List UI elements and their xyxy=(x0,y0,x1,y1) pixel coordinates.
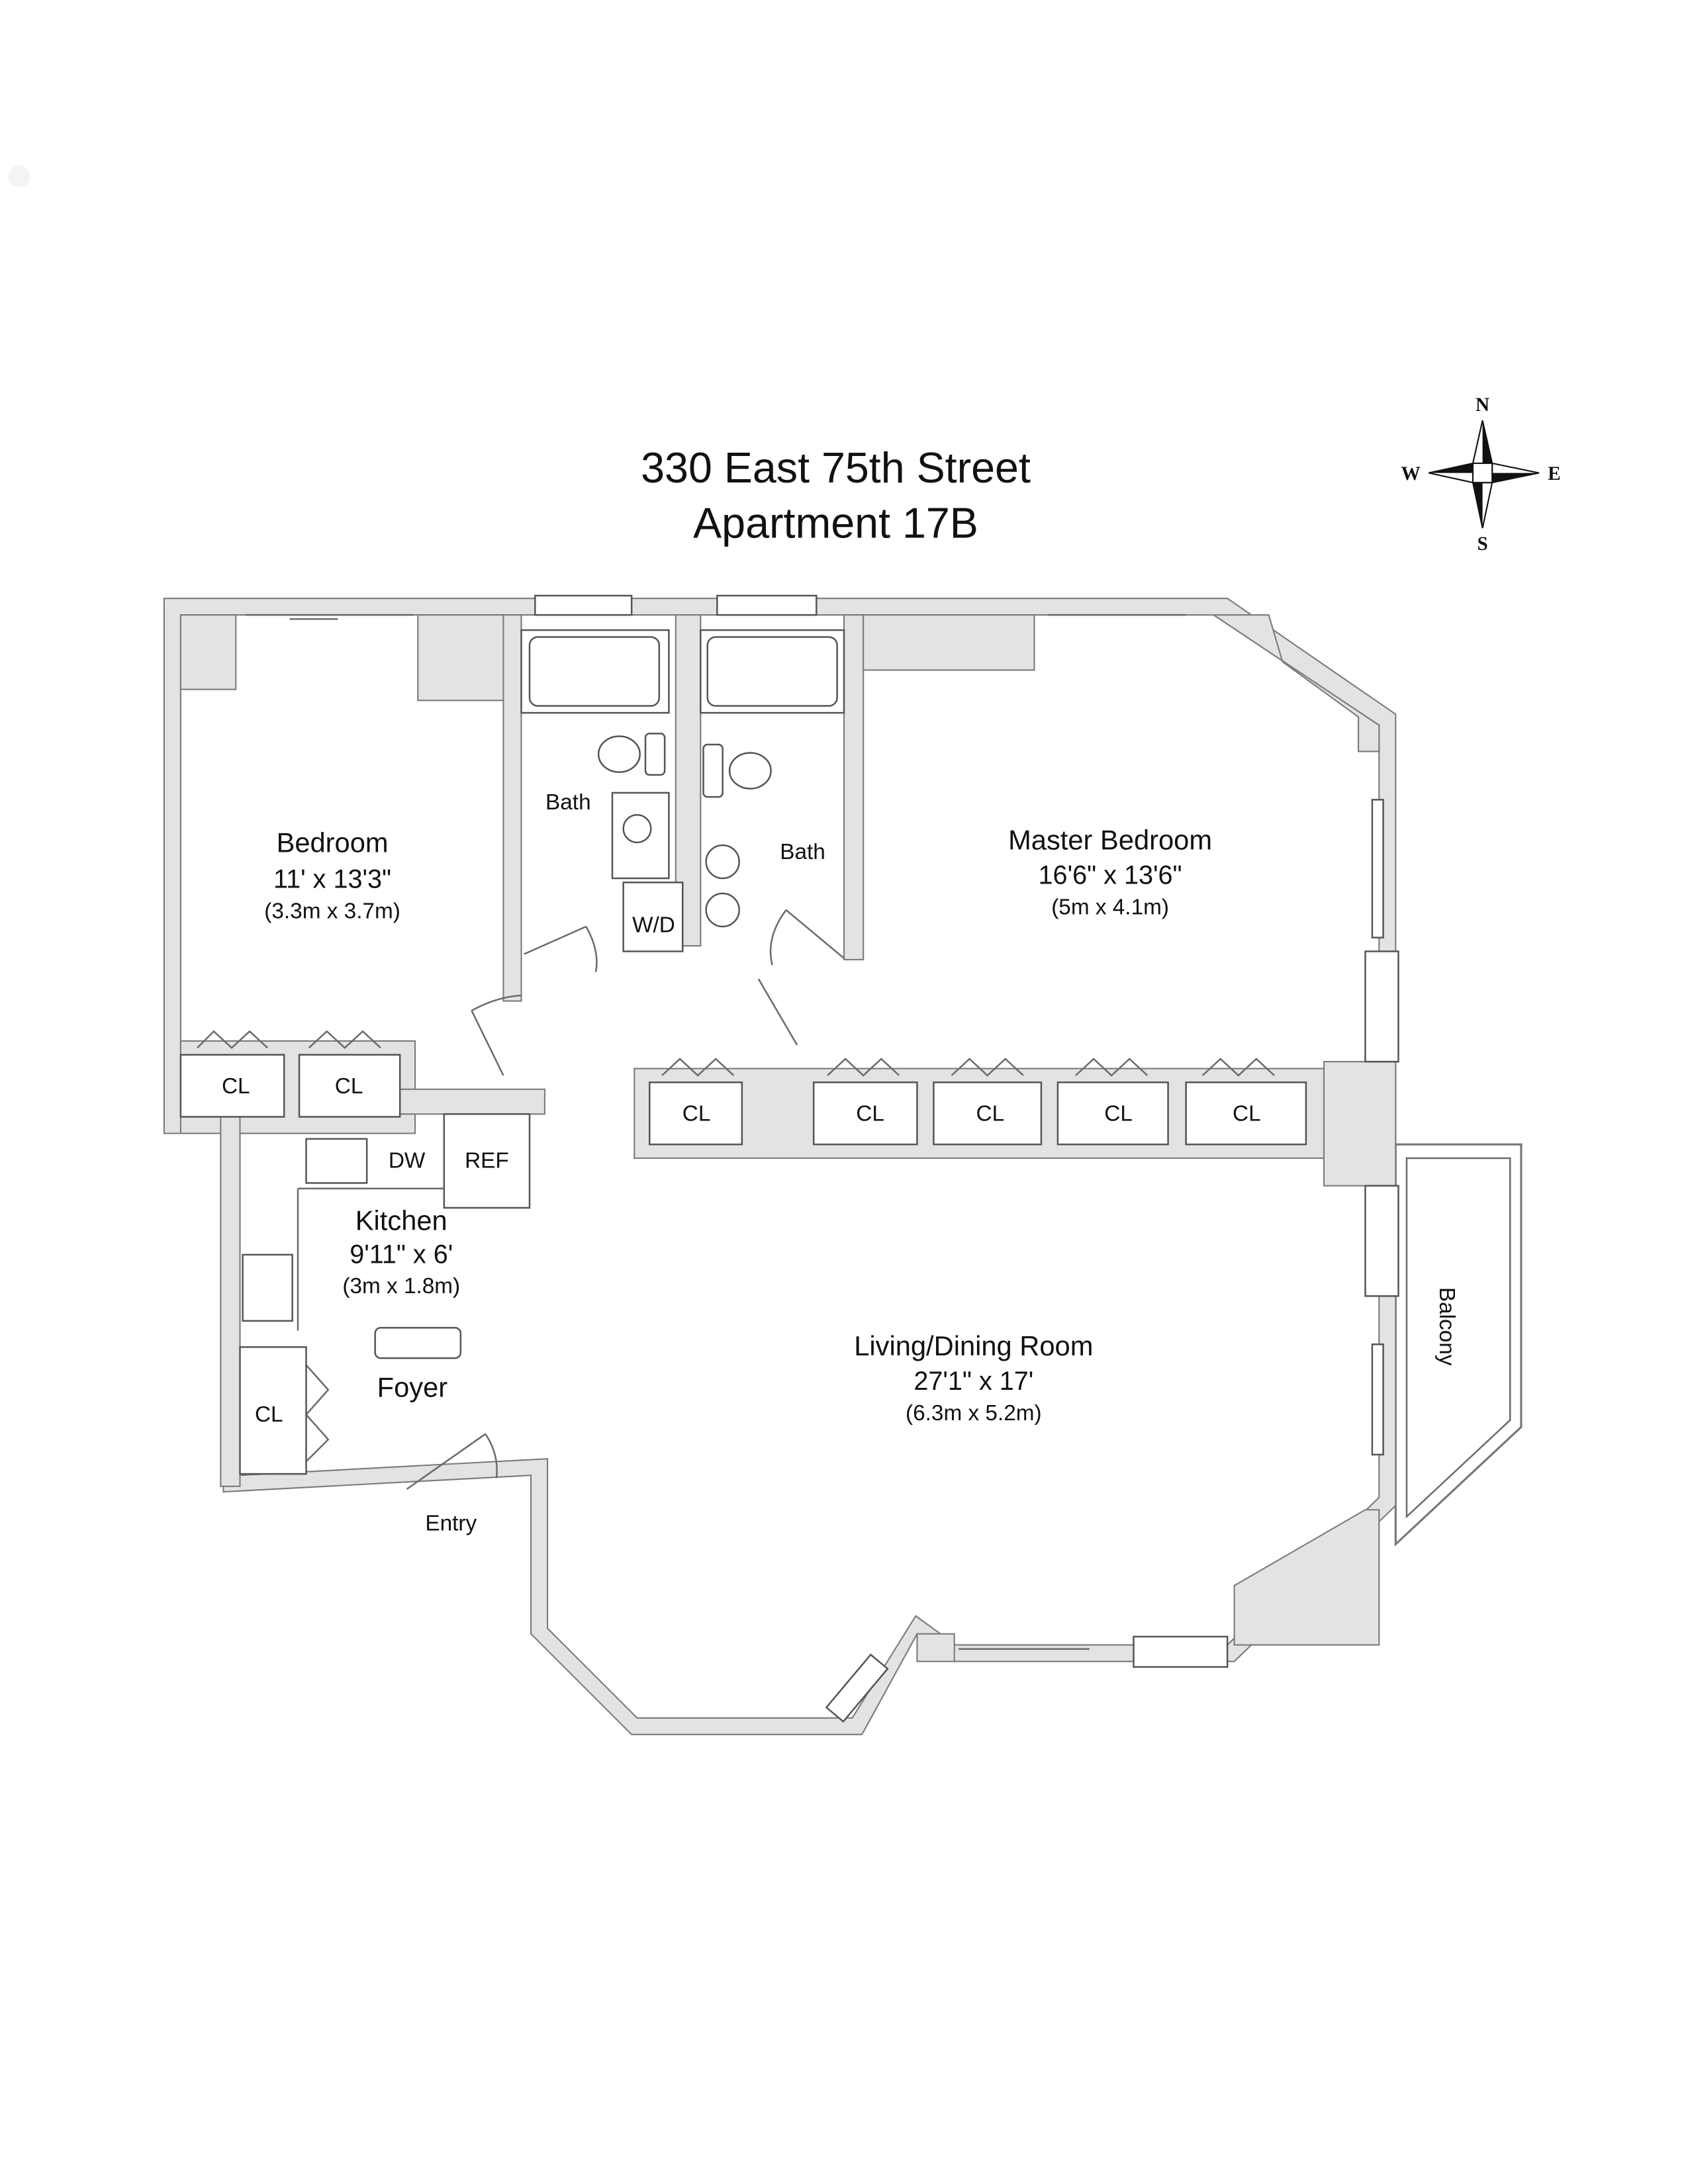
master-name: Master Bedroom xyxy=(1008,824,1212,855)
compass-e: E xyxy=(1548,463,1560,484)
entry-label: Entry xyxy=(425,1512,477,1536)
closet-label: CL xyxy=(1104,1102,1133,1126)
closet-label: CL xyxy=(222,1074,250,1099)
doors xyxy=(305,909,845,1490)
refrigerator-label: REF xyxy=(465,1149,509,1173)
compass-w: W xyxy=(1401,463,1421,484)
compass-s: S xyxy=(1477,533,1487,555)
living-dims: 27'1" x 17' xyxy=(914,1367,1033,1396)
closet-label: CL xyxy=(682,1102,711,1126)
closet-label: CL xyxy=(1233,1102,1261,1126)
closet-label: CL xyxy=(856,1102,884,1126)
compass-rose-icon xyxy=(1429,420,1540,529)
kitchen-name: Kitchen xyxy=(355,1205,447,1236)
bath2-label: Bath xyxy=(780,840,825,864)
kitchen-metric: (3m x 1.8m) xyxy=(342,1274,460,1298)
foyer-label: Foyer xyxy=(377,1371,448,1402)
dishwasher-label: DW xyxy=(389,1149,426,1173)
bedroom-name: Bedroom xyxy=(277,827,389,858)
master-dims: 16'6" x 13'6" xyxy=(1039,860,1182,889)
scan-dot xyxy=(8,165,30,188)
closets xyxy=(179,1030,1307,1475)
compass-n: N xyxy=(1476,394,1489,416)
living-name: Living/Dining Room xyxy=(854,1330,1093,1361)
title-apartment: Apartment 17B xyxy=(693,499,978,547)
closet-label: CL xyxy=(255,1402,283,1427)
washer-dryer-label: W/D xyxy=(632,913,675,937)
living-metric: (6.3m x 5.2m) xyxy=(906,1401,1042,1426)
bedroom-metric: (3.3m x 3.7m) xyxy=(264,899,400,924)
title-address: 330 East 75th Street xyxy=(641,444,1031,492)
balcony-label: Balcony xyxy=(1434,1287,1459,1366)
closet-label: CL xyxy=(335,1074,363,1099)
master-metric: (5m x 4.1m) xyxy=(1051,895,1169,919)
bath1-label: Bath xyxy=(545,790,591,815)
kitchen-dims: 9'11" x 6' xyxy=(350,1240,453,1269)
windows xyxy=(245,594,1399,1723)
bedroom-dims: 11' x 13'3" xyxy=(273,865,391,894)
closet-label: CL xyxy=(976,1102,1005,1126)
